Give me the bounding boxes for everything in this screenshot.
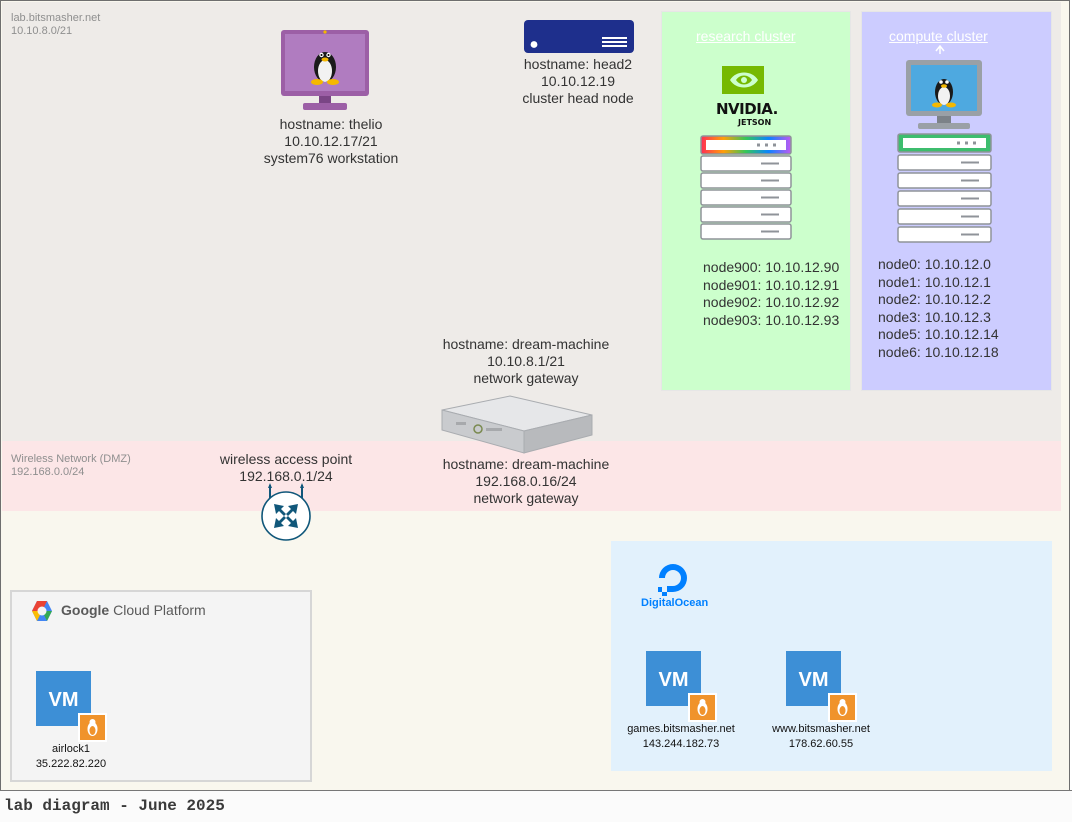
router-icon	[260, 480, 312, 542]
gateway-dmz-hostname: hostname: dream-machine	[442, 456, 610, 472]
head-node-label: hostname: head2 10.10.12.19 cluster head…	[478, 56, 678, 107]
gateway-lan-ip: 10.10.8.1/21	[487, 353, 565, 369]
compute-node-item: node6: 10.10.12.18	[878, 343, 999, 360]
access-point-ip: 192.168.0.1/24	[239, 468, 333, 484]
diagram-title: lab diagram - June 2025	[4, 797, 225, 815]
lan-domain: lab.bitsmasher.net	[11, 12, 101, 24]
compute-cluster-title: compute cluster	[889, 28, 988, 44]
research-cluster-title: research cluster	[696, 28, 796, 44]
rack-server-icon	[897, 133, 993, 245]
digitalocean-logo-icon	[656, 562, 690, 596]
rack-server-icon	[700, 135, 792, 244]
research-node-item: node903: 10.10.12.93	[703, 311, 840, 328]
www-vm-name: www.bitsmasher.net	[772, 723, 870, 735]
lan-subnet: 10.10.8.0/21	[11, 25, 73, 37]
access-point-name: wireless access point	[219, 451, 353, 467]
dmz-name: Wireless Network (DMZ)	[11, 453, 131, 465]
compute-node-item: node1: 10.10.12.1	[878, 273, 991, 290]
vm-label: VM	[659, 669, 689, 691]
gateway-dmz-label: hostname: dream-machine 192.168.0.16/24 …	[426, 456, 626, 507]
dmz-subnet: 192.168.0.0/24	[11, 466, 85, 478]
gcp-vm-name: airlock1	[52, 743, 90, 755]
head-node-hostname: hostname: head2	[523, 56, 633, 72]
gateway-lan-description: network gateway	[473, 370, 579, 386]
linux-terminal-icon	[904, 44, 984, 131]
gateway-appliance-icon	[440, 395, 593, 455]
virtual-machine-icon: VM	[646, 651, 717, 722]
head-node-ip: 10.10.12.19	[541, 73, 615, 89]
virtual-machine-icon: VM	[786, 651, 857, 722]
compute-node-list: node0: 10.10.12.0 node1: 10.10.12.1 node…	[878, 256, 999, 361]
gateway-dmz-ip: 192.168.0.16/24	[475, 473, 577, 489]
gateway-lan-label: hostname: dream-machine 10.10.8.1/21 net…	[426, 336, 626, 387]
games-vm-name: games.bitsmasher.net	[627, 723, 735, 735]
gateway-lan-hostname: hostname: dream-machine	[442, 336, 610, 352]
vm-label: VM	[49, 689, 79, 711]
digitalocean-brand: DigitalOcean	[641, 597, 709, 609]
gateway-dmz-description: network gateway	[473, 490, 579, 506]
compute-node-item: node2: 10.10.12.2	[878, 291, 991, 307]
gcp-brand-cloud-platform: Cloud Platform	[109, 602, 206, 618]
research-node-item: node902: 10.10.12.92	[703, 294, 840, 310]
workstation-label: hostname: thelio 10.10.12.17/21 system76…	[231, 116, 431, 167]
gcp-vm-caption: airlock1 35.222.82.220	[11, 742, 131, 772]
dmz-zone-label: Wireless Network (DMZ) 192.168.0.0/24	[11, 453, 131, 479]
nvidia-logo-icon: NVIDIA. JETSON	[716, 66, 780, 128]
workstation-ip: 10.10.12.17/21	[284, 133, 378, 149]
workstation-hostname: hostname: thelio	[279, 116, 383, 132]
compute-node-item: node0: 10.10.12.0	[878, 256, 991, 272]
gcp-vm-ip: 35.222.82.220	[35, 758, 107, 770]
research-node-list: node900: 10.10.12.90 node901: 10.10.12.9…	[703, 259, 839, 329]
jetson-logo-text: JETSON	[738, 118, 772, 127]
linux-monitor-icon	[281, 30, 369, 111]
google-cloud-logo-icon	[31, 600, 53, 622]
compute-node-item: node5: 10.10.12.14	[878, 326, 999, 342]
lan-zone-label: lab.bitsmasher.net 10.10.8.0/21	[11, 12, 100, 38]
vm-label: VM	[799, 669, 829, 691]
server-icon	[524, 20, 634, 53]
www-vm-caption: www.bitsmasher.net 178.62.60.55	[751, 722, 891, 752]
gcp-brand: Google Cloud Platform	[61, 602, 206, 618]
games-vm-ip: 143.244.182.73	[642, 738, 720, 750]
research-node-item: node900: 10.10.12.90	[703, 259, 840, 275]
nvidia-logo-text: NVIDIA.	[716, 100, 778, 118]
games-vm-caption: games.bitsmasher.net 143.244.182.73	[611, 722, 751, 752]
compute-node-item: node3: 10.10.12.3	[878, 308, 991, 325]
gcp-brand-google: Google	[61, 602, 110, 618]
workstation-description: system76 workstation	[263, 150, 399, 166]
footer-bar	[0, 790, 1072, 822]
access-point-label: wireless access point 192.168.0.1/24	[186, 451, 386, 485]
www-vm-ip: 178.62.60.55	[788, 738, 854, 750]
research-node-item: node901: 10.10.12.91	[703, 276, 840, 293]
virtual-machine-icon: VM	[36, 671, 107, 742]
dmz-zone	[2, 441, 1061, 511]
head-node-description: cluster head node	[522, 90, 634, 106]
